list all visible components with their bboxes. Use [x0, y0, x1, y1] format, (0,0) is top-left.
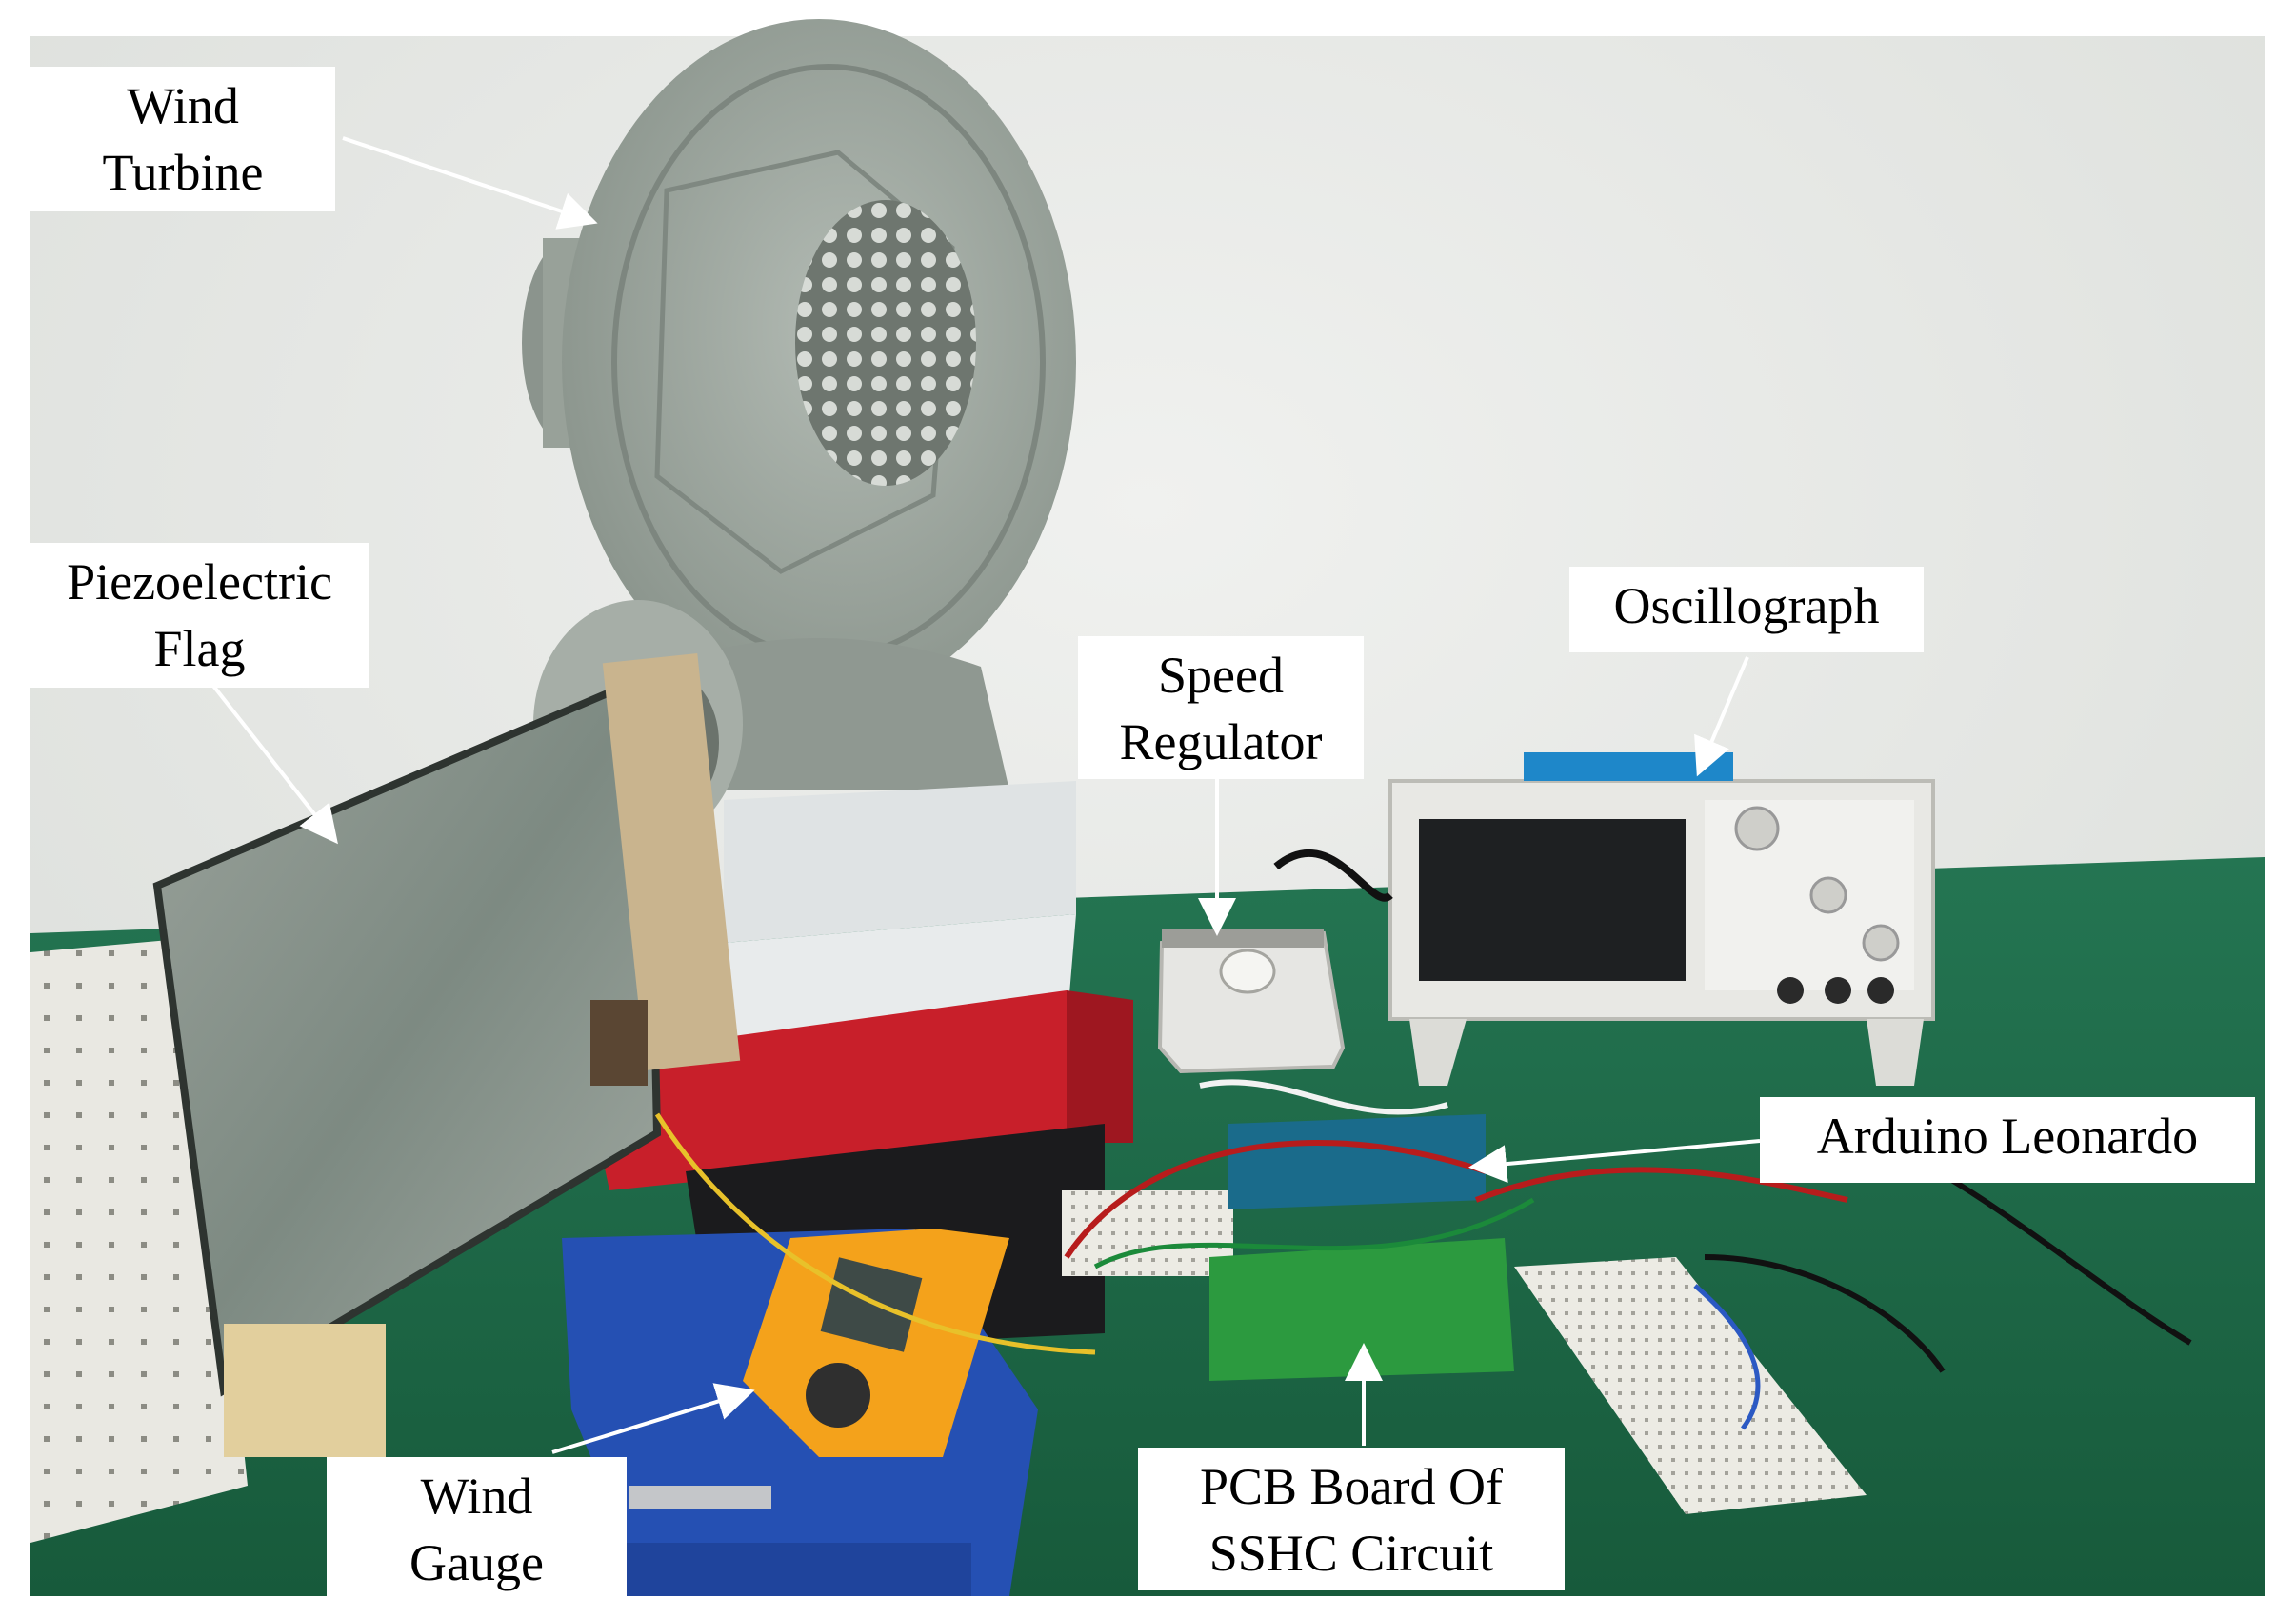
oscilloscope — [1388, 752, 1935, 1086]
piezoelectric-flag — [152, 652, 741, 1457]
arrow-oscillograph — [1694, 656, 1749, 777]
label-wind-gauge-line2: Gauge — [409, 1534, 544, 1591]
arrow-piezoelectric-flag — [208, 679, 338, 845]
electronics — [654, 849, 2192, 1514]
label-arduino-leonardo-line1: Arduino Leonardo — [1816, 1108, 2199, 1165]
label-pcb-board: PCB Board Of SSHC Circuit — [1138, 1448, 1565, 1590]
label-speed-regulator: Speed Regulator — [1078, 636, 1364, 779]
arrow-wind-turbine — [342, 136, 598, 230]
label-wind-gauge: Wind Gauge — [327, 1457, 627, 1600]
label-piezoelectric-flag-line1: Piezoelectric — [67, 553, 332, 610]
label-oscillograph: Oscillograph — [1569, 567, 1924, 652]
label-pcb-board-line1: PCB Board Of — [1199, 1458, 1503, 1515]
label-wind-gauge-line1: Wind — [420, 1468, 533, 1525]
label-arduino-leonardo: Arduino Leonardo — [1760, 1097, 2255, 1183]
wind-turbine — [522, 19, 1076, 848]
label-speed-regulator-line2: Regulator — [1119, 713, 1323, 770]
arrow-wind-gauge — [551, 1383, 755, 1454]
label-pcb-board-line2: SSHC Circuit — [1208, 1525, 1494, 1582]
label-speed-regulator-line1: Speed — [1158, 647, 1284, 704]
label-piezoelectric-flag: Piezoelectric Flag — [30, 543, 369, 688]
label-oscillograph-line1: Oscillograph — [1613, 577, 1880, 634]
label-wind-turbine-line1: Wind — [127, 77, 239, 134]
arrow-arduino-leonardo — [1468, 1139, 1761, 1184]
speed-regulator — [1157, 929, 1346, 1074]
label-wind-turbine: Wind Turbine — [30, 67, 335, 211]
vise-and-wind-gauge — [562, 1229, 1038, 1596]
pointer-arrows — [208, 136, 1761, 1454]
label-wind-turbine-line2: Turbine — [102, 144, 264, 201]
label-piezoelectric-flag-line2: Flag — [153, 620, 246, 677]
